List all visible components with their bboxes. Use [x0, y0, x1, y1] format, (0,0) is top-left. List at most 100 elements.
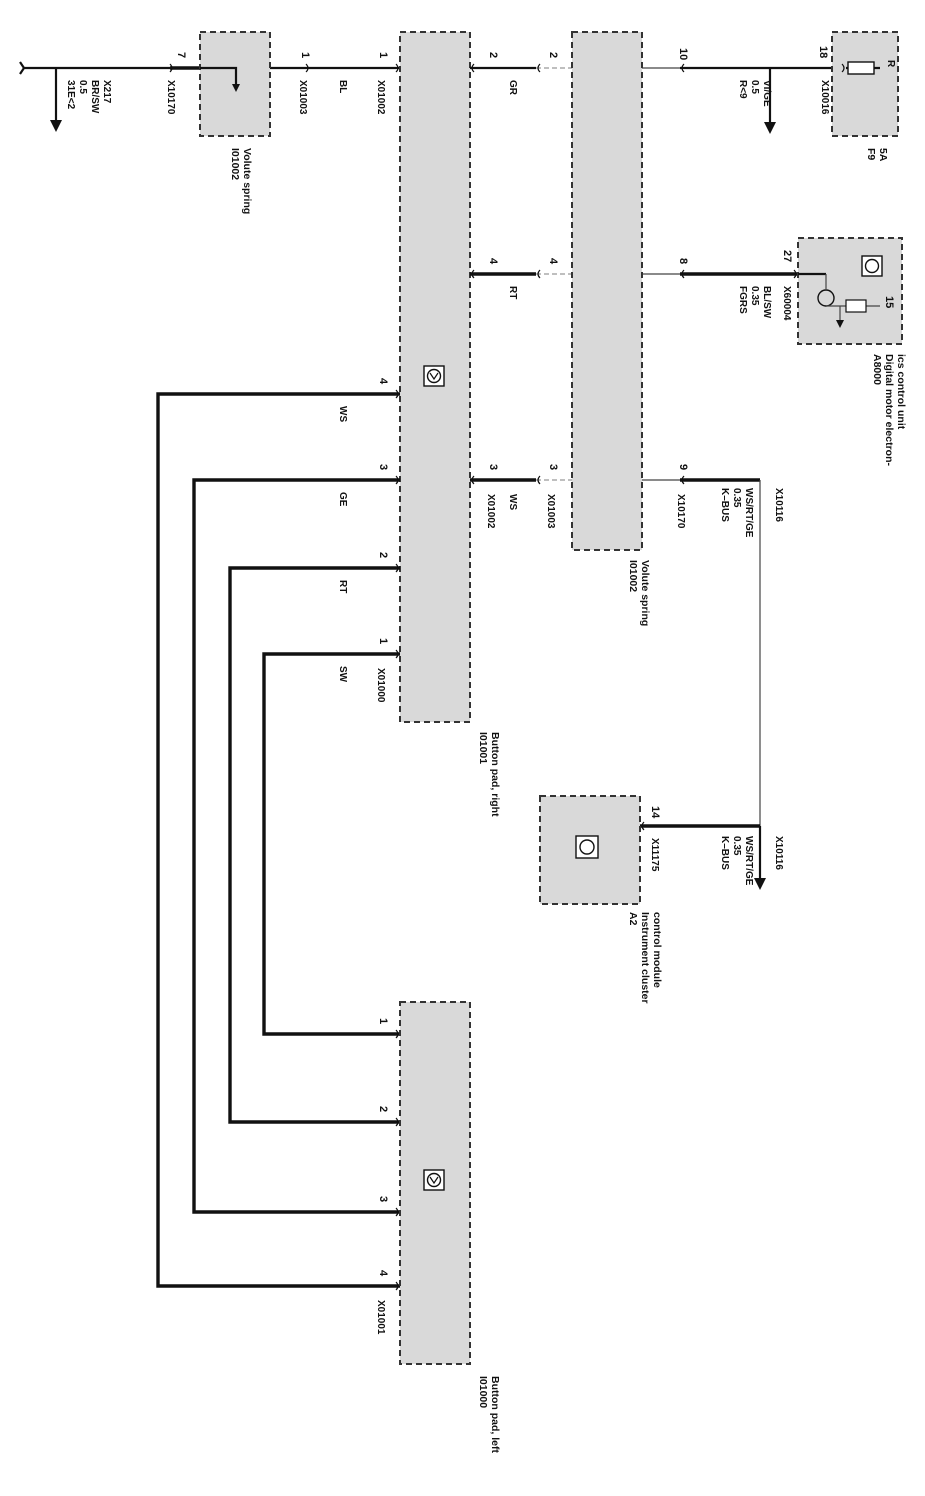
- button-pad-link-wires: 4 3 2 1 X01000 WS GE RT SW 1 2 3 4 X0100…: [156, 378, 400, 1335]
- lpad-pin-3: 3: [377, 1196, 389, 1202]
- button-pad-left-id: I01000: [477, 1376, 489, 1408]
- volute-spring-mid: I01002 Volute spring: [571, 31, 651, 626]
- fuse-pin-18: 18: [817, 46, 829, 58]
- link-wire-rt: [228, 566, 400, 1124]
- right-side-wires: 2 2 10 4 4 8 3 3 9 GR RT WS X01002 X0100…: [470, 48, 846, 890]
- button-pad-right-id: I01001: [477, 732, 489, 764]
- dme-conn-label: X60004: [781, 286, 792, 321]
- fuse-wire-code: R: [885, 60, 896, 68]
- hook: [395, 1207, 399, 1217]
- x01003-hook: [305, 63, 309, 73]
- ground-wire-label-3: BR/SW: [89, 80, 100, 114]
- color-rt-2: RT: [337, 580, 348, 593]
- x10170-hook: [169, 63, 173, 73]
- hook: [681, 475, 685, 485]
- dme-box: [797, 237, 903, 345]
- pin-1: 1: [377, 52, 389, 58]
- x01002-hook: [395, 63, 399, 73]
- x01000-label: X01000: [375, 668, 386, 703]
- cluster-pin-14: 14: [649, 806, 661, 819]
- pin-2: 2: [547, 52, 559, 58]
- ground-wire-label-2: 0.5: [77, 80, 88, 94]
- hook: [395, 563, 399, 573]
- kbus-a-label-3: WS/RT/GE: [743, 488, 754, 538]
- hook: [537, 475, 541, 485]
- fuse-rating: 5A: [877, 148, 889, 162]
- button-pad-left: I01000 Button pad, left: [399, 1001, 501, 1453]
- hook: [681, 269, 685, 279]
- x01003-label: X01003: [297, 80, 308, 115]
- x10116-label-b: X10116: [773, 836, 784, 870]
- ground-arrow-head: [50, 120, 62, 132]
- pin-3: 3: [487, 464, 499, 470]
- fuse-f9-box: [831, 31, 899, 137]
- hook: [395, 1029, 399, 1039]
- power-wire-label-1: R<9: [737, 80, 748, 99]
- kbus-a-label-2: 0.35: [731, 488, 742, 508]
- color-ge: GE: [337, 492, 348, 507]
- lpad-pin-1: 1: [377, 1018, 389, 1024]
- volute-top-inner-wire: [200, 66, 238, 86]
- button-pad-right: I01001 Button pad, right: [399, 31, 501, 817]
- button-pad-left-name: Button pad, left: [489, 1376, 501, 1453]
- pin-4: 4: [487, 258, 499, 265]
- kbus-b-label-3: WS/RT/GE: [743, 836, 754, 886]
- hook: [395, 1281, 399, 1291]
- hook: [537, 269, 541, 279]
- power-wire-label-3: VI/GE: [761, 80, 772, 107]
- color-sw: SW: [337, 666, 348, 683]
- button-pad-left-mark-icon: [429, 1176, 439, 1185]
- cluster-circle-icon: [579, 839, 595, 855]
- ground-arrow-tip: [19, 61, 26, 75]
- hook: [395, 649, 399, 659]
- dme-pin-27: 27: [781, 250, 793, 262]
- volute-top-name: Volute spring: [241, 148, 253, 214]
- x10170-label: X10170: [165, 80, 176, 115]
- pin-4: 4: [547, 258, 559, 265]
- cluster-symbol-icon: [575, 835, 599, 859]
- x10116-label-a: X10116: [773, 488, 784, 522]
- cluster-name-1: Instrument cluster: [639, 912, 651, 1004]
- pin-1: 1: [299, 52, 311, 58]
- hook: [395, 1117, 399, 1127]
- color-bl: BL: [337, 80, 348, 93]
- dme-wire-label-3: BL/SW: [761, 286, 772, 319]
- volute-spring-mid-box: [571, 31, 643, 551]
- button-pad-right-mark-icon: [429, 372, 439, 381]
- volute-spring-top: I01002 Volute spring: [199, 31, 271, 214]
- hook: [395, 475, 399, 485]
- color-rt: RT: [507, 286, 518, 299]
- pin-8: 8: [677, 258, 689, 264]
- x01002-label-b: X01002: [485, 494, 496, 529]
- pin-10: 10: [677, 48, 689, 60]
- dme-name-1: Digital motor electron-: [883, 354, 895, 467]
- kbus-a-label-1: K–BUS: [719, 488, 730, 522]
- hook: [471, 63, 475, 73]
- link-wire-sw: [262, 652, 400, 1036]
- ground-branch: 7 1 1 31E<2 0.5 BR/SW X217 X10170 X01003…: [19, 52, 400, 132]
- dme-name-2: ics control unit: [895, 354, 907, 430]
- hook: [395, 389, 399, 399]
- fuse-id: F9: [865, 148, 877, 160]
- hook: [471, 269, 475, 279]
- rpad-pin-4: 4: [377, 378, 389, 385]
- rpad-pin-1: 1: [377, 638, 389, 644]
- fuse-conn-label: X10016: [819, 80, 830, 115]
- x01003-label-b: X01003: [545, 494, 556, 529]
- kbus-arrow-head: [754, 878, 766, 890]
- lpad-pin-4: 4: [377, 1270, 389, 1277]
- link-wire-ge: [192, 478, 400, 1214]
- dme-inner-pin: 15: [883, 296, 895, 308]
- link-wire-ws: [156, 392, 400, 1288]
- dme-wire-label-2: 0.35: [749, 286, 760, 306]
- dme-ground-arrow: [836, 320, 844, 328]
- dme-id: A8000: [871, 354, 883, 385]
- color-gr: GR: [507, 80, 518, 96]
- hook: [681, 63, 685, 73]
- pin-2: 2: [487, 52, 499, 58]
- x217-label: X217: [101, 80, 112, 104]
- color-ws: WS: [507, 494, 518, 510]
- pin-3: 3: [547, 464, 559, 470]
- cluster-conn-label: X11175: [649, 838, 660, 872]
